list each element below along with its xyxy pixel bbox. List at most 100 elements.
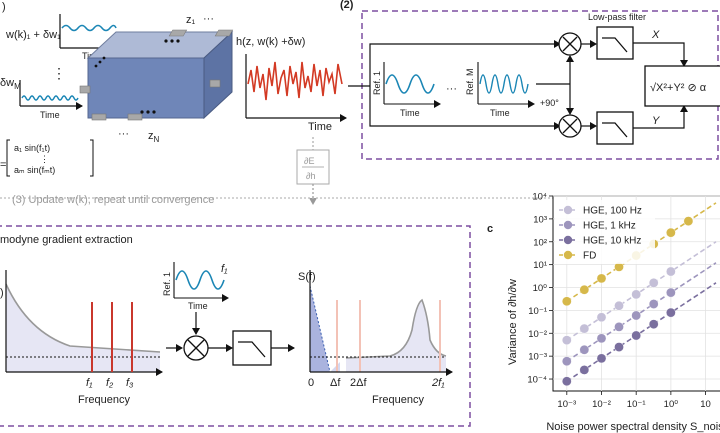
chart-legend-swatch-marker	[563, 250, 573, 260]
chart-point	[631, 310, 641, 321]
chip-top-label: z₁	[186, 14, 196, 26]
chart-legend-label: HGE, 100 Hz	[583, 206, 642, 217]
chart-point	[596, 312, 607, 323]
chart-point	[683, 216, 694, 226]
weight-top-label: w(k)₁ + δw₁	[5, 29, 61, 41]
h-output-time-label: Time	[308, 121, 332, 133]
gradient-numerator: ∂E	[304, 156, 314, 166]
chart-point	[579, 344, 590, 355]
chart-point	[614, 342, 624, 352]
chart-point	[648, 278, 659, 288]
chip-bottom-dots: ···	[118, 128, 129, 140]
chip-bottom-label: zN	[148, 130, 160, 144]
chip-top-dots: ···	[203, 13, 214, 25]
weight-vertical-dots: ⋮	[52, 65, 66, 81]
mid-ref-f1-label: f₁	[221, 263, 228, 275]
chart-ytick-label: 10¹	[533, 260, 547, 271]
matrix-equals: =	[0, 159, 6, 171]
panel-a: ) w(k)₁ + δw₁ Time ⋮ δwM Time	[0, 1, 720, 206]
mixer-bottom	[558, 114, 582, 138]
chart-legend-label: HGE, 10 kHz	[583, 236, 641, 247]
mid-ref-label: Ref. 1	[162, 272, 172, 296]
chart-legend-label: HGE, 1 kHz	[583, 221, 636, 232]
chart-ytick-label: 10⁴	[532, 192, 547, 203]
ref1-time-label: Time	[400, 108, 420, 118]
matrix-row-2: ⋮	[40, 154, 49, 164]
chart-ytick-label: 10⁻²	[528, 329, 547, 340]
chart-point	[579, 365, 590, 375]
left-spectrum-plot	[5, 270, 163, 376]
f3-label: f₃	[126, 377, 134, 389]
chart-point	[562, 356, 572, 367]
chart-point	[666, 227, 676, 238]
mixer-top	[558, 32, 582, 56]
h-output-plot	[245, 54, 347, 122]
ref-dots: ···	[446, 83, 457, 95]
chart-legend-swatch-marker	[563, 205, 573, 215]
chart-point	[648, 299, 659, 309]
chart-point	[666, 307, 676, 318]
chart-xlabel: Noise power spectral density S_noise (1 …	[546, 421, 720, 433]
panel-2: (2) Ref. 1 Time ··· Ref. M Time +90°	[340, 0, 720, 160]
panel-a-label: )	[2, 1, 6, 13]
weight-bottom-label: δwM	[0, 77, 21, 91]
chart-ytick-label: 10⁻³	[528, 352, 547, 363]
mid-ref-wave-plot	[173, 262, 229, 302]
chart-point	[614, 322, 624, 332]
matrix-row-1: a₁ sin(f₁t)	[14, 143, 50, 153]
chart-legend-swatch-marker	[563, 235, 573, 245]
refm-label: Ref. M	[465, 68, 475, 95]
chart-xtick-label: 10⁻¹	[627, 399, 646, 410]
chart-ytick-label: 10⁻⁴	[527, 375, 547, 386]
right-frequency-label: Frequency	[372, 394, 424, 406]
chip-block	[79, 29, 234, 121]
lowpass-label: Low-pass filter	[588, 12, 646, 22]
panel-b: modyne gradient extraction ) f₁ f₂ f₃ Fr…	[0, 225, 471, 427]
panel-b-frame	[0, 225, 471, 427]
chart-xtick-label: 10⁻²	[592, 399, 611, 410]
f1-label: f₁	[86, 377, 93, 389]
refm-wave-plot	[477, 62, 535, 108]
phase-shift-label: +90°	[540, 98, 559, 108]
chart-ytick-label: 10²	[533, 237, 547, 248]
chart-point	[579, 284, 590, 295]
matrix-row-3: aₘ sin(fₘt)	[14, 165, 55, 175]
x-signal-label: X	[651, 29, 660, 41]
chart-point	[631, 330, 641, 341]
chart-point	[596, 273, 607, 284]
chart-series-trendline	[566, 282, 717, 382]
chart-point	[562, 376, 572, 387]
chart-series-trendline	[566, 262, 717, 362]
chart-point	[579, 323, 590, 334]
chart-point	[666, 287, 676, 298]
two-f1-label: 2f₁	[431, 377, 445, 389]
lowpass-filter-top	[596, 26, 634, 60]
f2-label: f₂	[106, 377, 114, 389]
chart-legend-label: FD	[583, 251, 596, 262]
right-spectrum-plot	[309, 270, 453, 376]
panel-c: c Variance of ∂h/∂w Noise power spectral…	[487, 192, 720, 433]
chart-xtick-label: 10⁰	[664, 399, 679, 410]
chart-point	[648, 319, 659, 329]
weight-bottom-time-label: Time	[40, 110, 60, 120]
y-signal-label: Y	[652, 115, 660, 127]
lowpass-filter-bottom	[596, 111, 634, 145]
panel-b-title: modyne gradient extraction	[0, 234, 133, 246]
mid-mixer	[183, 335, 209, 361]
zero-label: 0	[308, 377, 314, 389]
mid-lowpass-filter	[232, 330, 272, 366]
refm-time-label: Time	[490, 108, 510, 118]
chart-point	[631, 289, 641, 300]
chart-legend-swatch-marker	[563, 220, 573, 230]
update-text: (3) Update w(k), repeat until convergenc…	[12, 194, 214, 206]
two-delta-f-label: 2Δf	[350, 377, 367, 389]
chart-point	[614, 300, 624, 311]
chart-point	[562, 296, 572, 307]
chart-ylabel: Variance of ∂h/∂w	[507, 279, 519, 365]
chart-xtick-label: 10⁻³	[557, 399, 576, 410]
chart-point	[666, 266, 676, 277]
weight-bottom-wave-plot	[19, 80, 83, 110]
panel-c-label: c	[487, 223, 493, 235]
